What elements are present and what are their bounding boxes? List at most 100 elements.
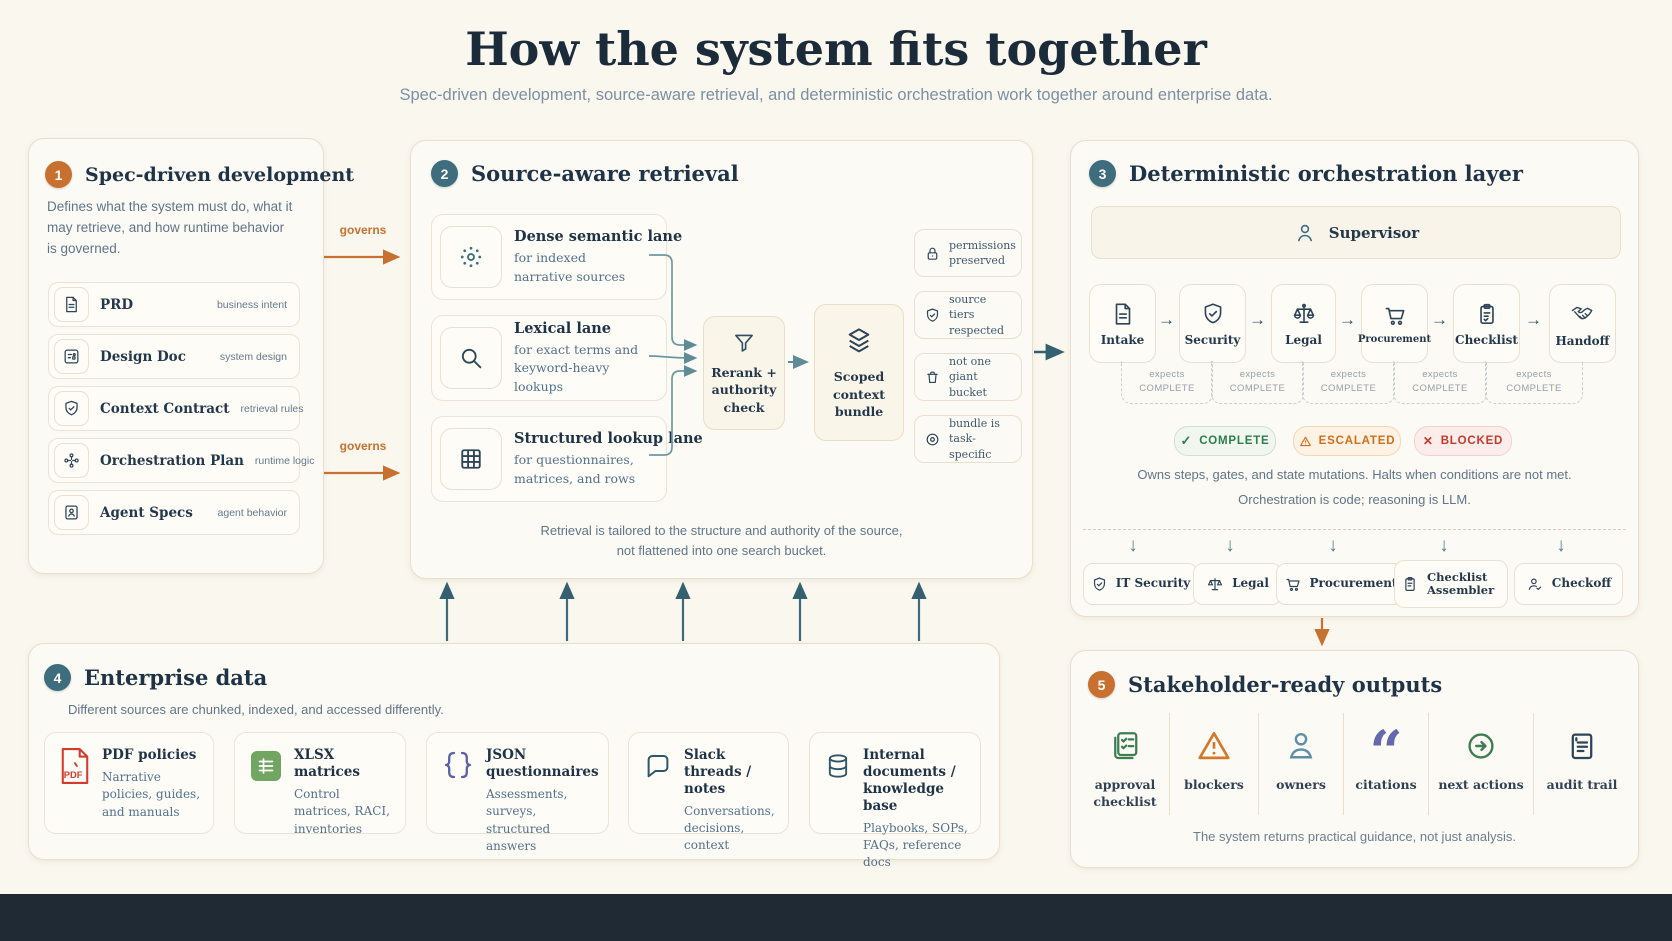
arrow-down-icon: ↓ [1439,535,1449,556]
output-label: approval checklist [1093,777,1157,809]
divider [1083,529,1626,530]
output-label: blockers [1184,777,1244,792]
gate-line2: COMPLETE [1229,383,1286,394]
output-blockers: blockers [1169,713,1258,815]
badge-label: bundle is task-specific [949,416,1000,461]
output-label: citations [1355,777,1417,792]
gate-line2: COMPLETE [1412,383,1468,394]
lock-icon [924,245,941,262]
panel-source-aware-retrieval: 2 Source-aware retrieval Dense semantic … [410,140,1033,579]
page-subtitle: Spec-driven development, source-aware re… [399,86,1273,104]
gate-expects-complete: expects COMPLETE [1302,361,1395,404]
lane-title: Lexical lane [514,320,612,338]
panel-title: Spec-driven development [85,163,355,186]
pill-label: COMPLETE [1199,435,1270,447]
handshake-icon [1569,300,1597,328]
document-icon [1110,301,1136,327]
spec-item-agent-specs: Agent Specs agent behavior [48,490,300,535]
shield-check-icon [1091,576,1108,593]
badge-not-one-giant-bucket: not one giant bucket [914,353,1022,401]
scales-icon [1291,301,1317,327]
card-title: XLSX matrices [294,747,360,780]
panel-number-badge: 3 [1089,160,1116,187]
lane-dense-semantic: Dense semantic lane for indexed narrativ… [431,214,682,300]
gate-line2: COMPLETE [1320,383,1377,394]
gate-expects-complete: expects COMPLETE [1393,361,1487,404]
bucket-icon [924,369,941,386]
panel-spec-driven-development: 1 Spec-driven development Defines what t… [28,138,354,574]
gate-line1: expects [1239,369,1276,381]
lane-structured-lookup: Structured lookup lane for questionnaire… [431,416,703,502]
governs-label-bottom: governs [339,439,387,453]
agent-label: Legal [1232,576,1269,591]
stage-procurement: Procurement [1358,284,1431,363]
stage-legal: Legal [1271,284,1336,363]
gate-expects-complete: expects COMPLETE [1211,361,1304,404]
rerank-authority-check-box: Rerank + authority check [703,316,785,430]
output-approval-checklist: approval checklist [1081,713,1169,815]
governs-label-top: governs [339,223,387,237]
node-graph-icon [54,443,89,478]
card-desc: Assessments, surveys, structured answers [486,786,568,853]
spec-item-tag: system design [219,350,287,363]
badge-bundle-task-specific: bundle is task-specific [914,415,1022,463]
gate-line1: expects [1149,369,1185,381]
document-icon [54,287,89,322]
card-pdf-policies: PDF PDF policies Narrative policies, gui… [44,732,214,834]
badge-label: source tiers respected [949,292,1005,337]
card-json-questionnaires: JSON questionnaires Assessments, surveys… [426,732,609,853]
card-desc: Playbooks, SOPs, FAQs, reference docs [863,820,968,870]
warning-icon [1299,435,1312,448]
arrow-down-icon: ↓ [1128,535,1138,556]
pill-label: BLOCKED [1440,435,1504,447]
panel-number-badge: 4 [44,664,71,691]
database-icon [824,747,852,823]
gate-line1: expects [1516,369,1552,381]
agent-chip-procurement: Procurement [1276,563,1405,605]
stage-label: Legal [1285,332,1322,347]
quotes-icon: “ [1369,718,1403,786]
card-desc: Conversations, decisions, context [684,803,775,853]
panel-title: Deterministic orchestration layer [1129,161,1523,186]
person-icon [1283,725,1319,767]
checklist-stack-icon [1107,725,1143,767]
agent-label: Procurement [1309,576,1398,591]
cart-icon [1382,302,1408,328]
stage-label: Security [1184,332,1241,347]
agent-label: Checklist Assembler [1427,569,1495,597]
lane-title: Structured lookup lane [514,430,703,448]
arrow-down-icon: ↓ [1225,535,1235,556]
panel-title: Enterprise data [84,665,268,690]
semantic-burst-icon [440,226,502,288]
card-desc: Control matrices, RACI, inventories [294,786,390,836]
status-pill-blocked: ✕ BLOCKED [1414,426,1512,456]
spec-item-name: Orchestration Plan [100,452,244,469]
shield-check-icon [54,391,89,426]
stage-intake: Intake [1089,284,1156,363]
spec-item-name: PRD [100,296,134,313]
supervisor-label: Supervisor [1328,223,1420,242]
gate-line2: COMPLETE [1506,383,1562,394]
scales-icon [1206,575,1224,593]
retrieval-footnote-line2: not flattened into one search bucket. [616,543,827,558]
footer-bar [0,894,1672,941]
scoped-context-bundle-box: Scoped context bundle [814,304,904,441]
retrieval-footnote-line1: Retrieval is tailored to the structure a… [540,523,903,538]
stage-label: Checklist [1455,332,1518,347]
output-label: next actions [1438,777,1524,792]
stage-checklist: Checklist [1453,284,1520,363]
gate-line1: expects [1330,369,1367,381]
card-internal-documents: Internal documents / knowledge base Play… [809,732,981,869]
spec-item-name: Design Doc [100,348,186,365]
design-doc-icon [54,339,89,374]
cart-icon [1284,575,1302,593]
badge-permissions-preserved: permissions preserved [914,229,1022,277]
arrow-circle-icon [1463,725,1499,767]
magnifier-icon [440,327,502,389]
supervisor-bar: Supervisor [1091,206,1621,259]
layers-icon [843,324,875,356]
outputs-note: The system returns practical guidance, n… [1193,829,1516,844]
output-citations: “ citations [1343,713,1428,815]
gate-expects-complete: expects COMPLETE [1485,361,1583,404]
